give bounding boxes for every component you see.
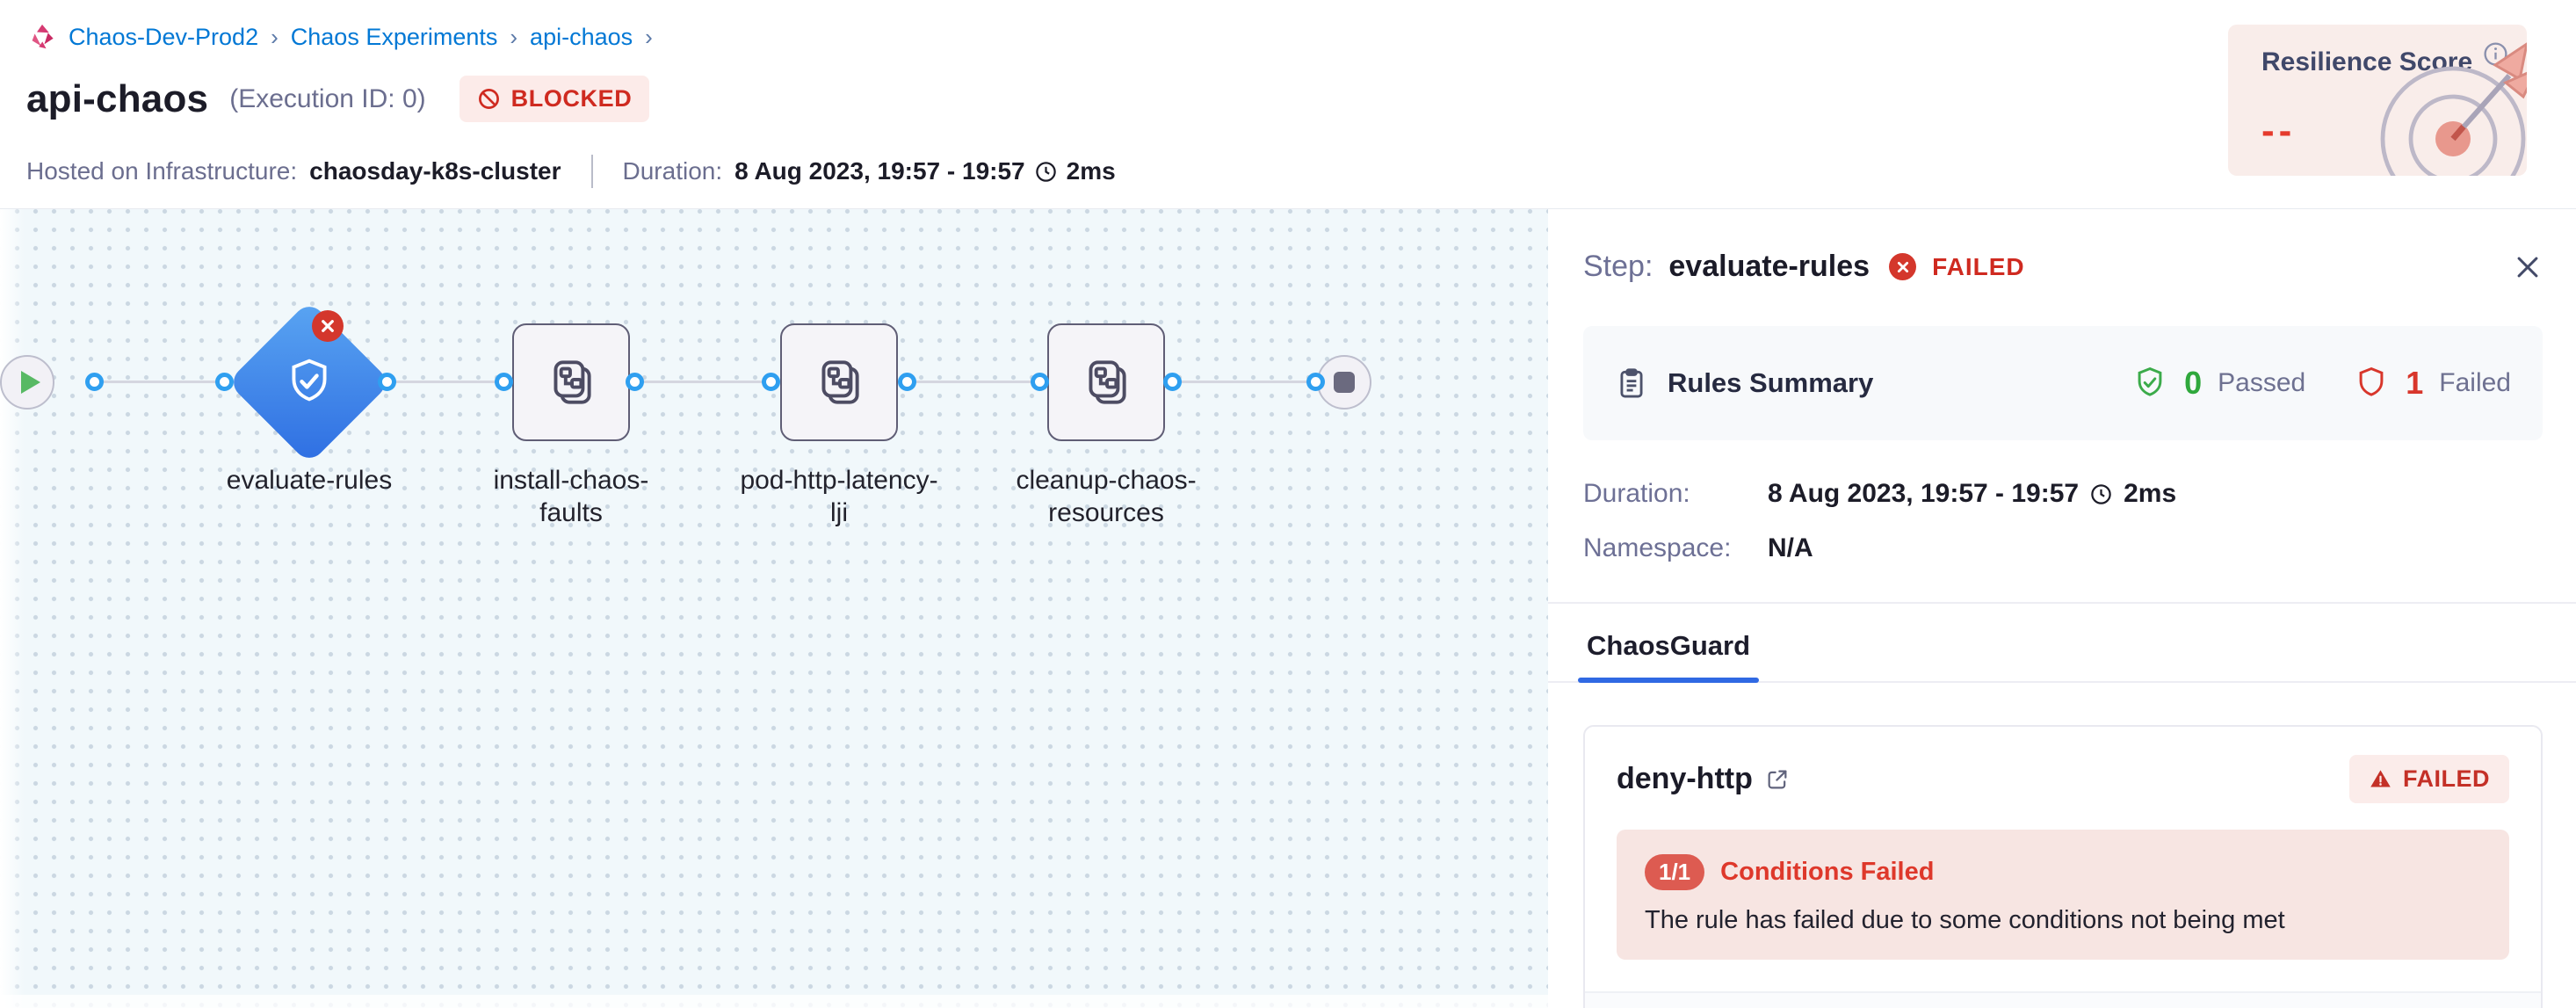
execution-meta: Hosted on Infrastructure: chaosday-k8s-c… xyxy=(26,155,1116,188)
duration-row: Duration: 8 Aug 2023, 19:57 - 19:57 2ms xyxy=(1583,479,2543,509)
breadcrumb-separator: › xyxy=(271,23,279,50)
fault-step-icon xyxy=(1089,360,1126,404)
edge-install-podhttp xyxy=(635,381,771,383)
passed-count: 0 xyxy=(2184,365,2203,401)
fault-step-icon xyxy=(554,360,591,404)
duration-label: Duration: xyxy=(1583,479,1690,508)
namespace-label: Namespace: xyxy=(1583,533,1732,562)
stop-icon xyxy=(1334,372,1355,393)
rule-status-badge: FAILED xyxy=(2348,755,2509,803)
error-x-badge-icon xyxy=(312,310,344,342)
execution-id: (Execution ID: 0) xyxy=(229,83,426,113)
failed-label: Failed xyxy=(2439,368,2511,397)
rule-name-link[interactable]: deny-http xyxy=(1617,762,1790,796)
infra-label: Hosted on Infrastructure: xyxy=(26,157,298,185)
step-name: evaluate-rules xyxy=(1668,250,1870,283)
view-conditions-toggle[interactable]: View Conditions (1) xyxy=(1585,991,2541,1008)
breadcrumb-experiments-link[interactable]: Chaos Experiments xyxy=(290,23,498,50)
node-evaluate-rules[interactable] xyxy=(227,300,392,465)
node-cleanup-chaos-resources[interactable] xyxy=(1047,323,1165,441)
slash-circle-icon xyxy=(478,89,499,109)
port-handle xyxy=(85,373,104,391)
edge-evaluate-install xyxy=(387,381,504,383)
port-handle xyxy=(1163,373,1182,391)
page-title: api-chaos xyxy=(26,76,209,120)
status-badge-blocked: BLOCKED xyxy=(459,76,650,122)
divider xyxy=(1548,602,2576,604)
node-label: install-chaos-faults xyxy=(493,466,649,527)
port-handle xyxy=(1031,373,1049,391)
node-label: cleanup-chaos-resources xyxy=(1016,466,1197,527)
duration-value: 8 Aug 2023, 19:57 - 19:57 2ms xyxy=(734,157,1116,185)
step-status: FAILED xyxy=(1932,252,2025,280)
rules-summary-card: Rules Summary 0 Passed 1 Failed xyxy=(1583,326,2543,440)
node-label: evaluate-rules xyxy=(226,466,393,495)
port-handle xyxy=(762,373,780,391)
port-handle xyxy=(215,373,234,391)
end-node[interactable] xyxy=(1317,355,1371,410)
breadcrumb: Chaos-Dev-Prod2 › Chaos Experiments › ap… xyxy=(26,21,655,53)
passed-label: Passed xyxy=(2218,368,2306,397)
rule-card-deny-http: deny-http FAILED 1/1 xyxy=(1583,725,2543,1008)
rules-summary-title: Rules Summary xyxy=(1668,367,1874,398)
port-handle xyxy=(1306,373,1325,391)
edge-podhttp-cleanup xyxy=(908,381,1040,383)
warning-triangle-icon xyxy=(2370,770,2391,787)
node-install-chaos-faults[interactable] xyxy=(512,323,630,441)
resilience-score-card: Resilience Score -- xyxy=(2228,25,2527,176)
external-link-icon xyxy=(1768,770,1787,788)
title-row: api-chaos (Execution ID: 0) BLOCKED xyxy=(26,76,650,122)
close-icon[interactable] xyxy=(2513,252,2543,282)
tab-chaosguard[interactable]: ChaosGuard xyxy=(1577,604,1760,683)
rule-name: deny-http xyxy=(1617,762,1753,795)
resilience-score-value: -- xyxy=(2261,109,2297,152)
step-header: Step: evaluate-rules FAILED xyxy=(1583,250,2543,284)
clock-icon xyxy=(1035,161,1056,182)
tab-bar: ChaosGuard xyxy=(1548,604,2576,683)
pipeline-canvas[interactable]: evaluate-rules install-chaos-faults pod-… xyxy=(0,209,1548,1008)
step-label: Step: xyxy=(1583,250,1653,283)
port-handle xyxy=(495,373,513,391)
rule-status: FAILED xyxy=(2402,765,2490,792)
shield-pass-icon xyxy=(2138,366,2162,396)
start-node[interactable] xyxy=(0,355,54,410)
breadcrumb-separator: › xyxy=(645,23,653,50)
chaos-logo-icon xyxy=(26,21,58,53)
node-pod-http-latency[interactable] xyxy=(780,323,898,441)
edge-start-evaluate xyxy=(95,381,225,383)
edge-cleanup-end xyxy=(1173,381,1316,383)
x-circle-icon xyxy=(1889,253,1917,280)
namespace-row: Namespace: N/A xyxy=(1583,533,2543,563)
step-details-panel: Step: evaluate-rules FAILED xyxy=(1548,209,2576,1008)
port-handle xyxy=(626,373,644,391)
port-handle xyxy=(898,373,916,391)
conditions-ratio-pill: 1/1 xyxy=(1645,854,1705,890)
shield-check-icon xyxy=(282,355,336,410)
node-label: pod-http-latency-lji xyxy=(740,466,938,527)
infra-value: chaosday-k8s-cluster xyxy=(309,157,561,185)
clipboard-icon xyxy=(1620,368,1643,398)
duration-value: 8 Aug 2023, 19:57 - 19:57 2ms xyxy=(1768,479,2177,508)
conditions-failed-alert: 1/1 Conditions Failed The rule has faile… xyxy=(1617,830,2509,960)
meta-divider xyxy=(590,155,593,188)
fault-step-icon xyxy=(821,360,859,404)
page-header: Chaos-Dev-Prod2 › Chaos Experiments › ap… xyxy=(0,0,2576,209)
shield-fail-icon xyxy=(2359,366,2384,396)
target-illustration xyxy=(2372,30,2527,176)
namespace-value: N/A xyxy=(1768,533,1813,562)
breadcrumb-separator: › xyxy=(510,23,518,50)
duration-label: Duration: xyxy=(622,157,723,185)
port-handle xyxy=(378,373,396,391)
conditions-failed-message: The rule has failed due to some conditio… xyxy=(1645,906,2285,934)
play-icon xyxy=(20,371,40,394)
breadcrumb-experiment-link[interactable]: api-chaos xyxy=(530,23,633,50)
clock-icon xyxy=(2091,483,2111,504)
conditions-failed-title: Conditions Failed xyxy=(1720,858,1935,886)
breadcrumb-project-link[interactable]: Chaos-Dev-Prod2 xyxy=(69,23,259,50)
failed-count: 1 xyxy=(2406,365,2424,401)
